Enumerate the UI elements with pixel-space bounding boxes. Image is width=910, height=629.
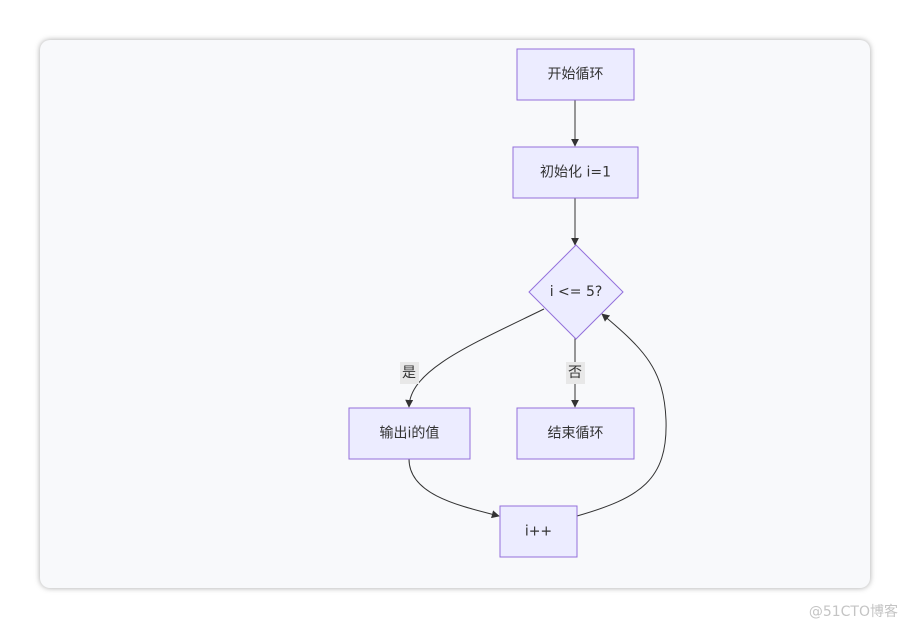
node-end-label: 结束循环	[548, 426, 604, 442]
edge-label-yes-text: 是	[402, 365, 416, 381]
diagram-card	[40, 40, 870, 588]
edge-output-to-incr	[408, 458, 500, 519]
watermark: @51CTO博客	[808, 604, 898, 620]
node-start: 开始循环	[516, 48, 635, 101]
edge-label-no-text: 否	[568, 365, 582, 381]
node-cond-label: i <= 5?	[550, 284, 603, 300]
edge-label-yes: 是	[400, 362, 419, 384]
node-incr: i++	[499, 505, 578, 558]
node-cond: i <= 5?	[528, 244, 624, 340]
node-init-label: 初始化 i=1	[540, 164, 611, 181]
node-output-label: 输出i的值	[380, 426, 440, 442]
edge-cond-to-output	[405, 308, 545, 408]
node-init: 初始化 i=1	[512, 146, 639, 199]
node-start-label: 开始循环	[548, 67, 604, 83]
node-end: 结束循环	[516, 407, 635, 460]
edge-label-no: 否	[566, 362, 585, 384]
edge-incr-to-cond	[576, 313, 667, 517]
node-incr-label: i++	[525, 524, 552, 540]
node-output: 输出i的值	[348, 407, 471, 460]
